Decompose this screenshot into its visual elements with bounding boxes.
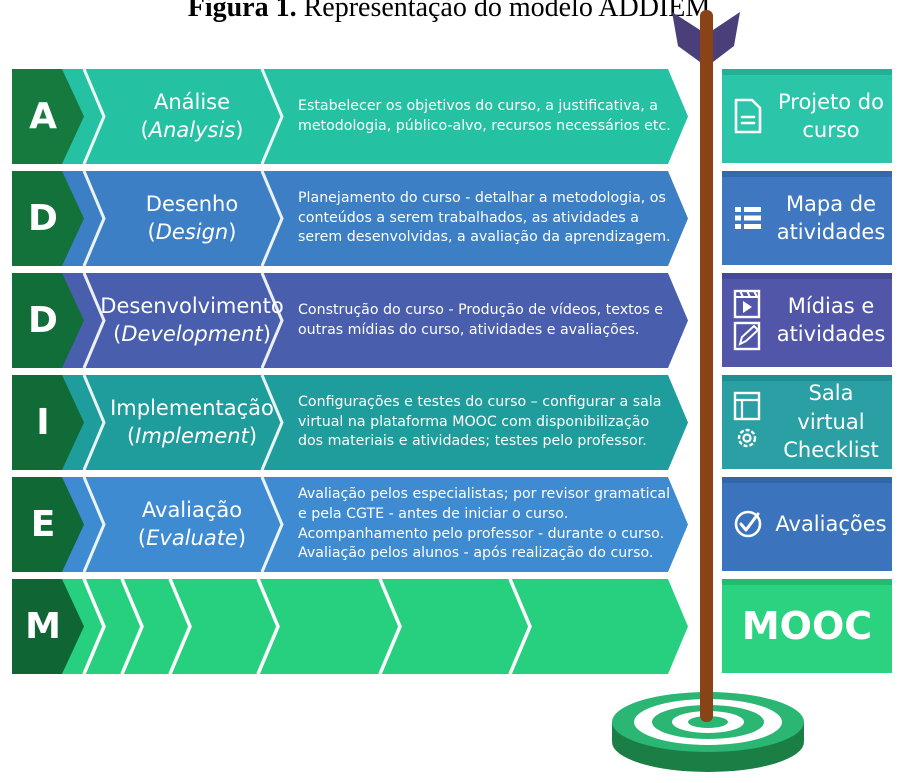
phase-chevron-divider (82, 170, 106, 267)
row-letter: M (25, 606, 61, 647)
card-bevel (722, 171, 892, 177)
row-band (30, 375, 688, 470)
description-chevron-divider (260, 476, 284, 573)
phase-description: Avaliação pelos especialistas; por revis… (298, 477, 678, 572)
phase-name: Análise (153, 90, 231, 115)
arrow-fletching-left (672, 12, 700, 62)
phase-english: (Implement) (126, 423, 258, 448)
card-background (722, 579, 892, 673)
row-band (30, 69, 688, 164)
phase-label: Análise (Analysis) (97, 69, 287, 164)
card-bevel (722, 375, 892, 381)
row-band (30, 171, 688, 266)
figure-caption: Figura 1. Representação do modelo ADDIEM (0, 0, 898, 24)
mooc-chevron-divider (82, 578, 106, 675)
phase-label: Implementação (Implement) (97, 375, 287, 470)
card-bevel (722, 69, 892, 75)
card-background (722, 273, 892, 367)
mooc-chevron-divider (378, 578, 402, 675)
letter-chevron (12, 273, 84, 368)
mooc-chevron-divider (508, 578, 532, 675)
description-chevron-divider (260, 272, 284, 369)
description-line: Avaliação pelos alunos - após realização… (298, 545, 654, 562)
card-mooc: MOOC (722, 579, 892, 673)
card-avaliacoes: Avaliações (722, 477, 892, 571)
row-letter: E (30, 504, 56, 545)
phase-chevron-divider (82, 272, 106, 369)
letter-chevron (12, 477, 84, 572)
mooc-chevron-divider (168, 578, 192, 675)
check-circle-icon (722, 509, 774, 539)
phase-name: Desenho (145, 192, 239, 217)
row-band (30, 477, 688, 572)
arrow-fletching-right (713, 12, 740, 62)
phase-chevron-divider (82, 476, 106, 573)
letter-chevron (12, 171, 84, 266)
description-chevron-divider (260, 170, 284, 267)
row-band (30, 273, 688, 368)
mooc-chevron-divider (256, 578, 280, 675)
phase-description: Estabelecer os objetivos do curso, a jus… (298, 97, 671, 134)
row-letter: D (28, 198, 58, 239)
phase-label: Avaliação (Evaluate) (97, 477, 287, 572)
phase-label: Desenvolvimento (Development) (97, 273, 287, 368)
phase-description: Construção do curso - Produção de vídeos… (298, 301, 663, 338)
phase-description: Configurações e testes do curso – config… (298, 393, 662, 450)
card-label: Avaliações (775, 511, 887, 536)
arrow-shaft (700, 10, 713, 722)
phase-english: (Analysis) (140, 117, 244, 142)
letter-chevron (12, 375, 84, 470)
letter-chevron (12, 579, 84, 674)
row-letter: A (29, 96, 57, 137)
caption-label: Figura 1. (187, 0, 297, 23)
phase-chevron-divider (82, 374, 106, 471)
letter-chevron (12, 69, 84, 164)
phase-name: Desenvolvimento (100, 294, 284, 319)
phase-english: (Development) (113, 321, 271, 346)
list-icon (722, 207, 774, 229)
caption-title: Representação do modelo ADDIEM (296, 0, 711, 23)
row-letter: D (28, 300, 58, 341)
card-bevel (722, 579, 892, 585)
document-icon (722, 97, 774, 135)
phase-english: (Evaluate) (137, 525, 247, 550)
card-bevel (722, 477, 892, 483)
phase-english: (Design) (147, 219, 237, 244)
media-pencil-icon (722, 289, 774, 351)
phase-name: Implementação (110, 396, 274, 421)
row-band (30, 579, 688, 674)
mooc-chevron-divider (120, 578, 144, 675)
card-bevel (722, 273, 892, 279)
description-line: Acompanhamento pelo professor - durante … (298, 525, 665, 542)
window-gear-icon (722, 390, 774, 454)
card-background (722, 375, 892, 469)
phase-description: Planejamento do curso - detalhar a metod… (298, 189, 671, 246)
row-letter: I (36, 402, 50, 443)
description-chevron-divider (260, 68, 284, 165)
card-label: MOOC (741, 604, 873, 648)
phase-chevron-divider (82, 68, 106, 165)
description-chevron-divider (260, 374, 284, 471)
phase-name: Avaliação (141, 498, 243, 523)
target-bullseye (688, 716, 728, 728)
description-line: Avaliação pelos especialistas; por revis… (298, 485, 671, 522)
phase-label: Desenho (Design) (97, 171, 287, 266)
